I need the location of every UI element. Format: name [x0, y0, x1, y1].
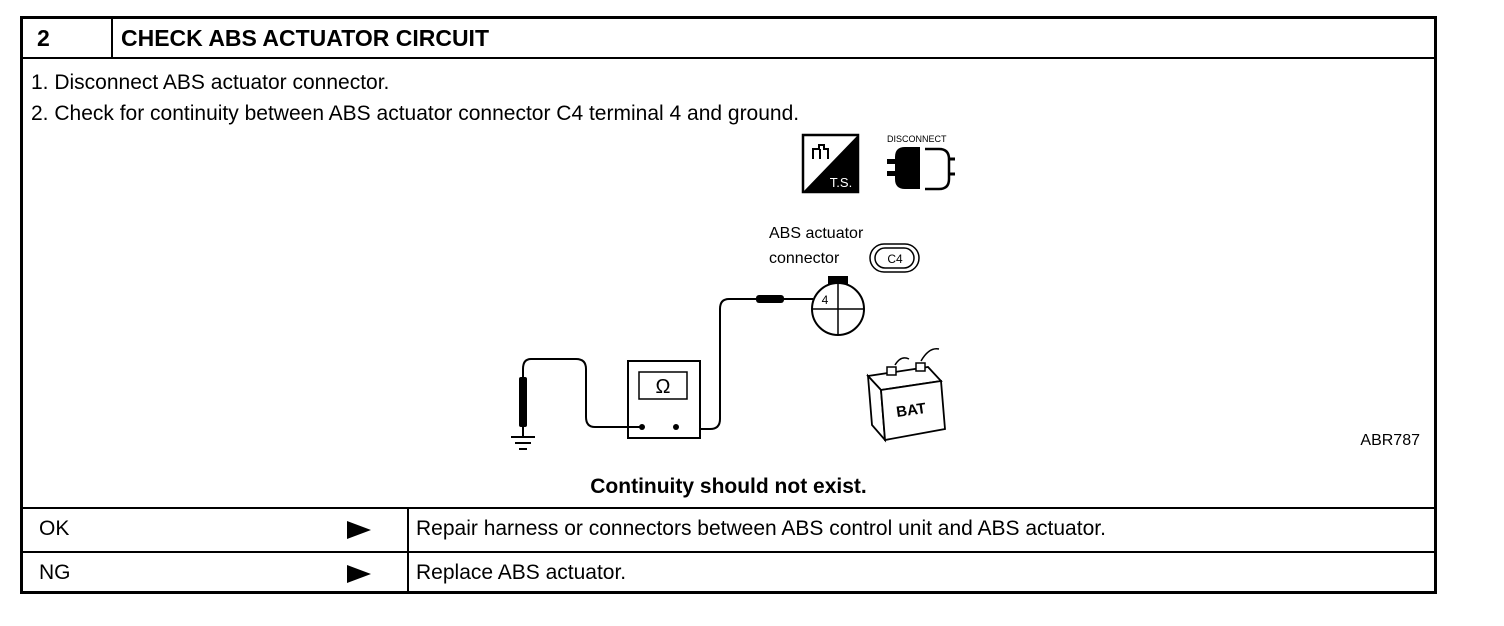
probe-wire [683, 298, 756, 430]
arrow-right-icon [347, 521, 371, 539]
step-title: CHECK ABS ACTUATOR CIRCUIT [121, 25, 489, 51]
result-action-ng: Replace ABS actuator. [416, 561, 627, 584]
connector-label-line2: connector [769, 250, 840, 267]
connector-id-badge: C4 [869, 243, 920, 273]
result-action-ok: Repair harness or connectors between ABS… [416, 517, 1106, 540]
disconnect-icon: DISCONNECT [887, 134, 955, 191]
terminal-number: 4 [822, 293, 829, 307]
terminal-probe [756, 295, 813, 303]
disconnect-label: DISCONNECT [887, 134, 947, 144]
instruction-item-1: 1. Disconnect ABS actuator connector. [31, 71, 390, 94]
column-divider [407, 553, 409, 594]
continuity-test-diagram: T.S. DISCONNECT ABS actuator connector C… [511, 133, 955, 450]
result-row-ok: OK Repair harness or connectors between … [23, 507, 1434, 551]
result-label-ok: OK [39, 517, 70, 540]
step-header: 2 CHECK ABS ACTUATOR CIRCUIT [23, 19, 1434, 59]
ground-symbol-icon [511, 436, 535, 450]
abs-actuator-connector: 4 [811, 276, 865, 336]
connector-label-line1: ABS actuator [769, 225, 864, 242]
result-label-ng: NG [39, 561, 71, 584]
ground-wire [522, 358, 642, 428]
arrow-right-icon [347, 565, 371, 583]
figure-id: ABR787 [1360, 432, 1420, 449]
ohm-symbol-icon: Ω [656, 376, 671, 398]
ts-label: T.S. [830, 175, 852, 190]
step-number: 2 [23, 19, 113, 57]
ts-icon: T.S. [801, 133, 860, 194]
result-row-ng: NG Replace ABS actuator. [23, 551, 1434, 594]
column-divider [407, 509, 409, 551]
instruction-list: 1. Disconnect ABS actuator connector. 2.… [31, 67, 799, 129]
battery-label: BAT [895, 400, 927, 421]
instruction-item-2: 2. Check for continuity between ABS actu… [31, 102, 800, 125]
conclusion-text: Continuity should not exist. [590, 475, 867, 498]
ohmmeter: Ω [627, 360, 701, 439]
connector-id: C4 [887, 252, 903, 266]
battery-icon: BAT [866, 348, 946, 443]
ground-probe [519, 377, 527, 437]
inspection-step-table: 2 CHECK ABS ACTUATOR CIRCUIT 1. Disconne… [20, 16, 1437, 594]
